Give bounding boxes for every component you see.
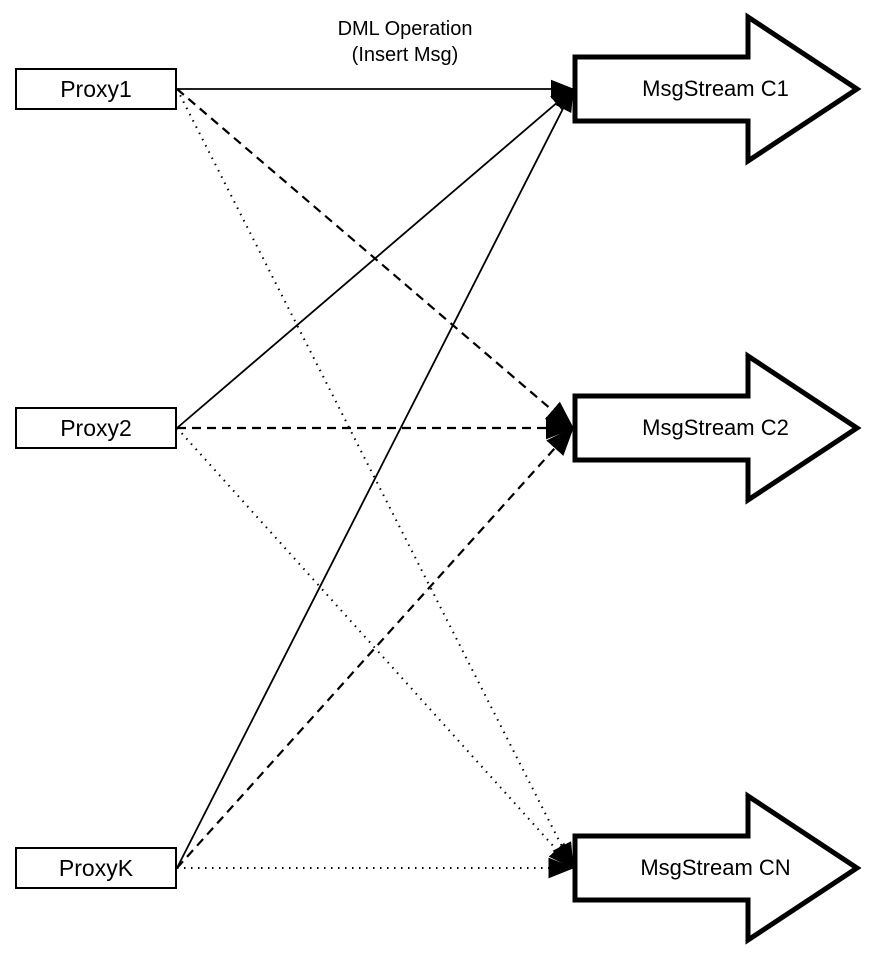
- stream-shapes-layer: [572, 12, 862, 945]
- edge-proxyk-c1: [176, 87, 574, 869]
- diagram-title: DML Operation (Insert Msg): [280, 16, 530, 68]
- node-proxy1-label: Proxy1: [60, 75, 132, 102]
- node-proxy2-label: Proxy2: [60, 414, 132, 441]
- edge-proxyk-c2: [176, 426, 574, 869]
- msgstream-c2-arrow-shape: [572, 351, 862, 505]
- edge-proxy1-cn: [176, 88, 574, 870]
- edge-proxy2-cn: [176, 427, 574, 869]
- diagram-title-line1: DML Operation: [337, 18, 473, 40]
- msgstream-cn-arrow-shape: [572, 791, 862, 945]
- edges-layer: [176, 79, 575, 879]
- node-proxy1: Proxy1: [15, 68, 177, 110]
- msgstream-c1-arrow-shape: [572, 12, 862, 166]
- edge-proxy2-c1: [176, 88, 574, 429]
- node-proxy2: Proxy2: [15, 407, 177, 449]
- node-proxyk-label: ProxyK: [58, 854, 134, 881]
- node-proxyk: ProxyK: [15, 847, 177, 889]
- diagram-title-line2: (Insert Msg): [351, 44, 459, 66]
